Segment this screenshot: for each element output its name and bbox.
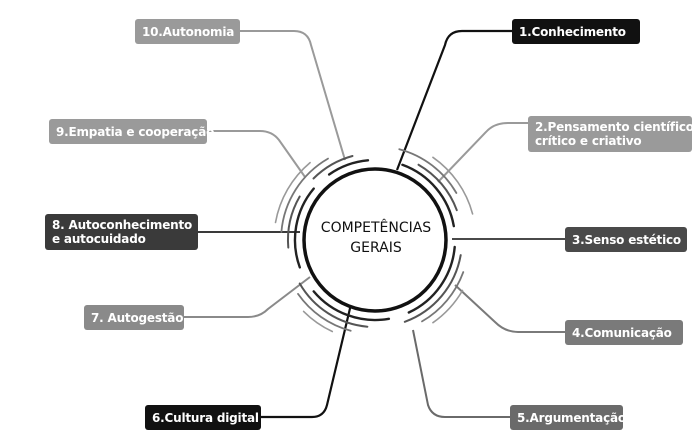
competency-label-text: 4.Comunicação [572,325,672,340]
ring-2-arc-3 [298,282,369,328]
ring-1-arc-5 [327,159,370,176]
competency-label-text: 9.Empatia e cooperação [56,124,215,139]
ring-3-arc-3 [297,293,352,332]
ring-4-arc-1 [432,156,474,215]
connector-2 [437,122,528,183]
competency-label-6: 6.Cultura digital [145,405,261,430]
competency-label-2: 2.Pensamento científico,crítico e criati… [528,116,699,152]
ring-4-arc-3 [302,310,334,333]
competency-label-text: crítico e criativo [535,134,642,148]
connector-1 [395,29,523,171]
ring-1-arc-2 [407,245,456,314]
competency-label-text: 8. Autoconhecimento [52,218,193,232]
competency-label-10: 10.Autonomia [135,19,240,44]
ring-1-arc-3 [312,290,391,322]
ring-2-arc-2 [403,254,462,323]
ring-2-arc-4 [286,195,301,249]
center-title-line1: COMPETÊNCIAS [320,220,432,236]
connector-9 [206,130,306,178]
center-circle [302,167,448,313]
competency-label-4: 4.Comunicação [565,320,683,345]
competency-label-text: 5.Argumentação [517,410,626,425]
concentric-rings [274,148,474,333]
competency-label-text: e autocuidado [52,232,146,246]
competency-label-9: 9.Empatia e cooperação [49,119,215,144]
competency-label-text: 6.Cultura digital [152,410,259,425]
ring-4-arc-2 [432,289,464,324]
ring-4-arc-4 [274,161,311,224]
connector-5 [412,329,511,418]
connector-6 [260,299,354,419]
competency-label-text: 1.Conhecimento [519,24,626,39]
center-title: COMPETÊNCIAS GERAIS [306,213,446,263]
competency-label-1: 1.Conhecimento [512,19,640,44]
connector-lines [184,29,566,419]
competency-label-7: 7. Autogestão [84,305,184,330]
competency-label-text: 2.Pensamento científico, [535,120,699,134]
competency-label-5: 5.Argumentação [510,405,626,430]
competency-label-3: 3.Senso estético [565,227,687,252]
connector-4 [454,284,566,333]
competency-label-text: 3.Senso estético [572,232,681,247]
ring-1-arc-1 [401,163,455,228]
ring-1-arc-4 [293,187,315,269]
ring-3-arc-4 [280,157,329,233]
competency-label-text: 10.Autonomia [142,24,235,39]
ring-3-arc-2 [421,271,465,323]
connector-10 [239,30,346,161]
ring-2-arc-1 [417,163,458,212]
competency-label-text: 7. Autogestão [91,310,184,325]
ring-3-arc-1 [398,148,458,194]
ring-2-arc-5 [312,155,354,180]
connector-7 [184,276,311,318]
center-title-line2: GERAIS [350,240,402,256]
